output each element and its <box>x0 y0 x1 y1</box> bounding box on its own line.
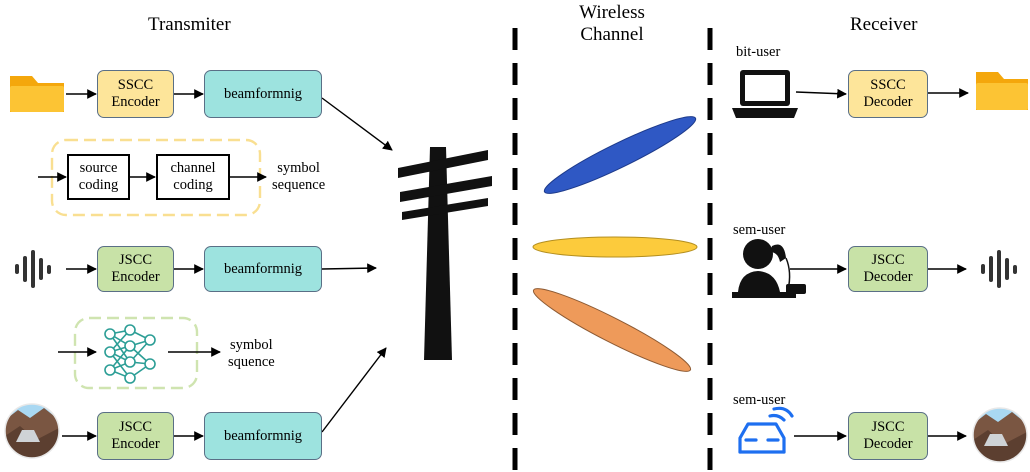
folder-icon-right <box>976 72 1028 110</box>
sem-user-label-1: sem-user <box>733 222 786 238</box>
image-icon-right <box>972 407 1028 463</box>
jscc-decoder-2-line-2: Decoder <box>863 436 913 452</box>
receiver-header: Receiver <box>850 14 918 35</box>
jscc-encoder-2-line-1: JSCC <box>118 419 153 436</box>
channel-coding-box: channel coding <box>156 154 230 200</box>
channel-coding-line-2: coding <box>173 177 213 193</box>
image-icon <box>4 403 60 459</box>
channel-coding-line-1: channel <box>170 160 216 177</box>
jscc-encoder-1-line-2: Encoder <box>111 269 160 285</box>
jscc-decoder-1-line-1: JSCC <box>871 252 905 269</box>
symbol-sequence-line-1: symbol <box>277 160 320 176</box>
beamforming-label-2: beamformnig <box>223 260 303 277</box>
beamforming-label-1: beamformnig <box>223 85 303 102</box>
jscc-encoder-box-1: JSCC Encoder <box>97 246 174 292</box>
beamforming-box-3: beamformnig <box>204 412 322 460</box>
symbol-squence-line-2: squence <box>228 353 275 370</box>
jscc-decoder-box-2: JSCC Decoder <box>848 412 928 460</box>
neural-network-icon <box>104 324 156 384</box>
source-coding-box: source coding <box>67 154 130 200</box>
beamforming-box-2: beamformnig <box>204 246 322 292</box>
wireless-channel-line-1: Wireless <box>579 2 645 23</box>
jscc-encoder-2-line-2: Encoder <box>111 436 160 452</box>
beamforming-label-3: beamformnig <box>223 427 303 444</box>
sscc-encoder-box: SSCC Encoder <box>97 70 174 118</box>
neural-net-group <box>73 316 199 390</box>
source-coding-line-2: coding <box>78 177 119 193</box>
jscc-decoder-box-1: JSCC Decoder <box>848 246 928 292</box>
beam-3 <box>532 288 692 372</box>
person-phone-icon <box>732 239 806 298</box>
symbol-squence-label: symbol squence <box>228 337 275 370</box>
jscc-decoder-2-line-1: JSCC <box>871 419 905 436</box>
wireless-channel-line-2: Channel <box>580 23 644 45</box>
audio-wave-icon <box>15 250 51 288</box>
jscc-encoder-box-2: JSCC Encoder <box>97 412 174 460</box>
source-coding-line-1: source <box>79 160 118 177</box>
bit-user-label: bit-user <box>736 44 781 60</box>
audio-wave-icon-right <box>981 250 1017 288</box>
sscc-decoder-line-2: Decoder <box>863 94 913 110</box>
wireless-channel-header: Wireless Channel <box>562 2 662 46</box>
antenna-tower-icon <box>398 147 492 360</box>
sscc-encoder-line-2: Encoder <box>111 94 160 110</box>
beam-1 <box>543 116 697 194</box>
beamforming-box-1: beamformnig <box>204 70 322 118</box>
transmitter-header: Transmiter <box>148 14 231 35</box>
sscc-encoder-line-1: SSCC <box>117 77 154 94</box>
sscc-decoder-line-1: SSCC <box>870 77 906 94</box>
car-icon <box>738 406 794 454</box>
folder-icon <box>10 76 64 112</box>
laptop-icon <box>732 70 798 118</box>
symbol-sequence-label: symbol sequence <box>272 160 325 193</box>
symbol-squence-line-1: symbol <box>230 337 273 353</box>
jscc-encoder-1-line-1: JSCC <box>118 252 153 269</box>
sem-user-label-2: sem-user <box>733 392 786 408</box>
jscc-decoder-1-line-2: Decoder <box>863 269 913 285</box>
sscc-decoder-box: SSCC Decoder <box>848 70 928 118</box>
beam-2 <box>532 236 698 258</box>
symbol-sequence-line-2: sequence <box>272 176 326 193</box>
